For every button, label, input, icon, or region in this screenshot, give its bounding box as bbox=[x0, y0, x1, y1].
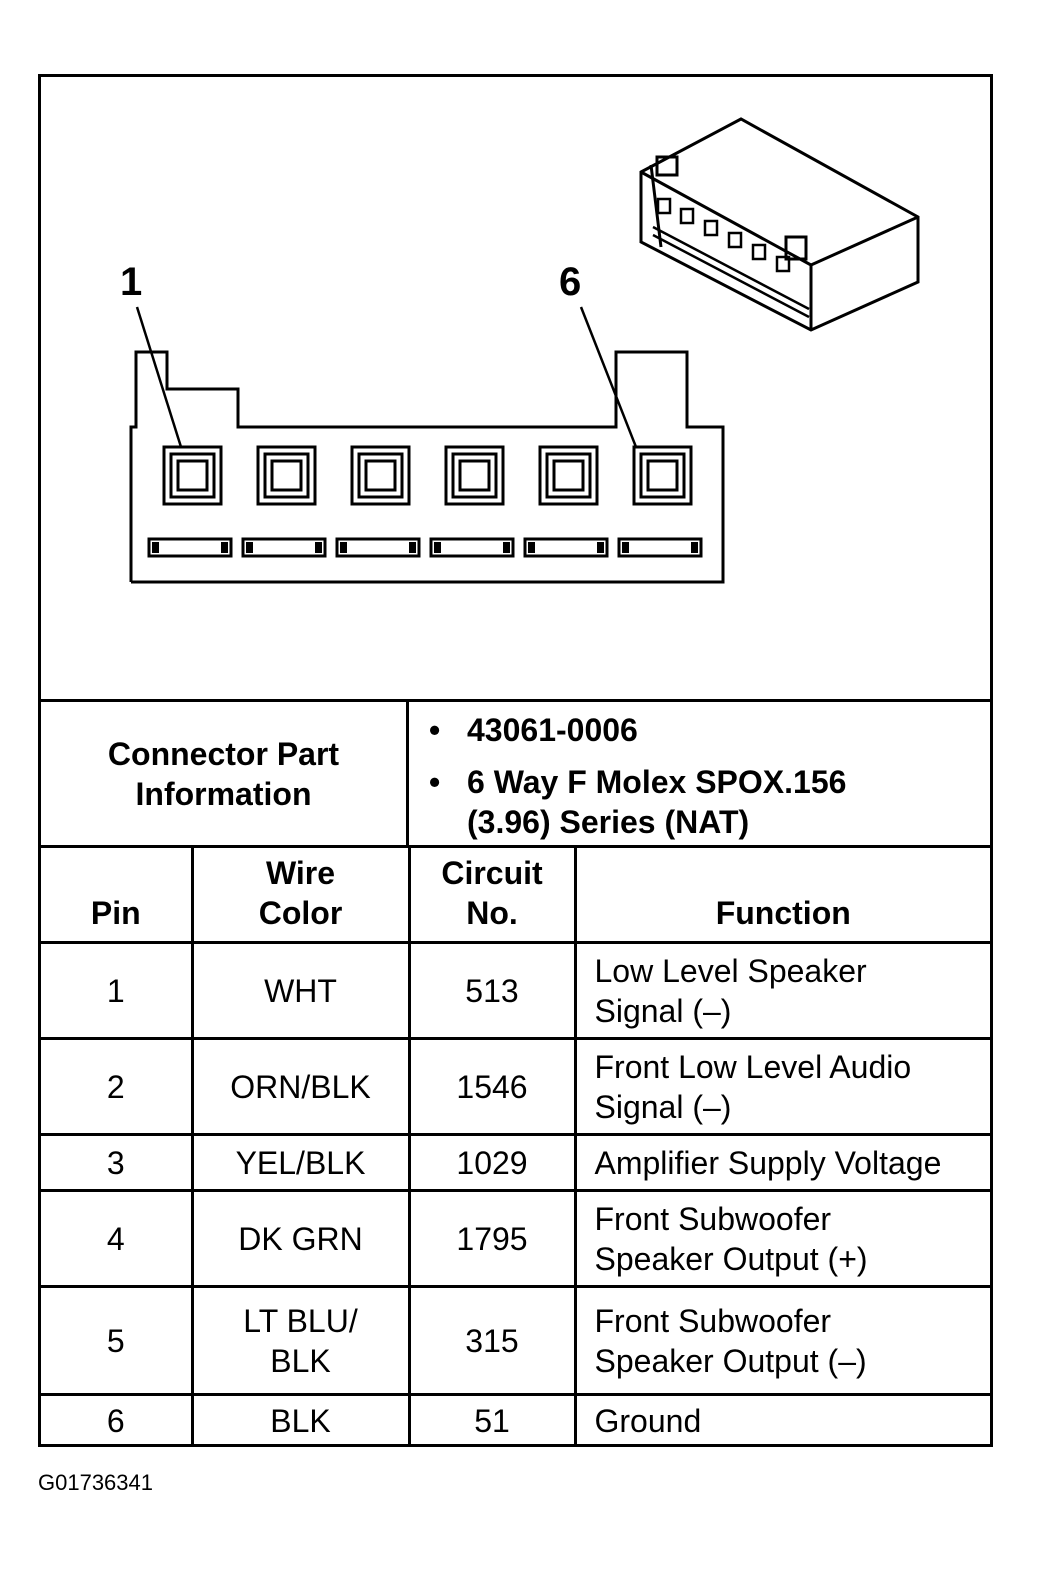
latch-slots bbox=[147, 537, 703, 558]
function-cell: Amplifier Supply Voltage bbox=[573, 1133, 990, 1192]
pin-cell: 6 bbox=[41, 1393, 194, 1447]
connector-part-info-details: • 43061-0006 • 6 Way F Molex SPOX.156 (3… bbox=[409, 702, 990, 845]
description-line1: 6 Way F Molex SPOX.156 bbox=[467, 764, 847, 800]
pin6-callout-label: 6 bbox=[559, 260, 582, 304]
circuit-cell: 315 bbox=[407, 1285, 577, 1396]
header-wire-color: Wire Color bbox=[190, 845, 411, 944]
function-cell: Ground bbox=[573, 1393, 990, 1447]
bullet-dot: • bbox=[429, 764, 441, 800]
circuit-cell: 1546 bbox=[407, 1037, 577, 1136]
description-line2: (3.96) Series (NAT) bbox=[467, 804, 750, 840]
circuit-cell: 1029 bbox=[407, 1133, 577, 1192]
part-number-bullet: • 43061-0006 bbox=[429, 710, 638, 750]
info-heading-line1: Connector Part bbox=[107, 735, 340, 772]
info-heading-line2: Information bbox=[135, 775, 312, 812]
pin-cavity bbox=[350, 445, 411, 506]
wire-color-cell: WHT bbox=[190, 941, 411, 1040]
pin-cell: 2 bbox=[41, 1037, 194, 1136]
connector-svg bbox=[129, 117, 920, 584]
wire-color-cell: DK GRN bbox=[190, 1189, 411, 1288]
pin-cavity bbox=[538, 445, 599, 506]
pin1-callout-label: 1 bbox=[120, 260, 143, 304]
circuit-cell: 513 bbox=[407, 941, 577, 1040]
latch-slot bbox=[617, 537, 703, 558]
pin1-leader-line bbox=[135, 306, 183, 448]
pin-cavities bbox=[162, 445, 693, 506]
pin-cell: 4 bbox=[41, 1189, 194, 1288]
connector-diagram-frame: 1 6 Connector Part Information • 43061-0… bbox=[38, 74, 993, 1447]
header-pin: Pin bbox=[41, 845, 194, 944]
pin-cell: 3 bbox=[41, 1133, 194, 1192]
latch-slot bbox=[241, 537, 327, 558]
wire-color-cell: YEL/BLK bbox=[190, 1133, 411, 1192]
circuit-cell: 1795 bbox=[407, 1189, 577, 1288]
connector-part-info: Connector Part Information • 43061-0006 … bbox=[41, 699, 990, 845]
pin-cavity bbox=[632, 445, 693, 506]
pin-table-header-row: Pin Wire Color Circuit No. Function bbox=[41, 845, 990, 944]
wire-color-cell: ORN/BLK bbox=[190, 1037, 411, 1136]
wire-color-cell: BLK bbox=[190, 1393, 411, 1447]
connector-face-outline bbox=[129, 350, 725, 584]
figure-id: G01736341 bbox=[38, 1470, 153, 1495]
pin-cell: 1 bbox=[41, 941, 194, 1040]
part-number: 43061-0006 bbox=[467, 712, 638, 748]
latch-slot bbox=[335, 537, 421, 558]
connector-face-drawing: 1 6 bbox=[41, 77, 990, 699]
latch-slot bbox=[523, 537, 609, 558]
wire-color-cell: LT BLU/BLK bbox=[190, 1285, 411, 1396]
circuit-cell: 51 bbox=[407, 1393, 577, 1447]
bullet-dot: • bbox=[429, 712, 441, 748]
header-function: Function bbox=[573, 845, 990, 944]
header-circuit-no: Circuit No. bbox=[407, 845, 577, 944]
description-bullet: • 6 Way F Molex SPOX.156 (3.96) Series (… bbox=[429, 762, 847, 842]
pin-cavity bbox=[256, 445, 317, 506]
pin-cavity bbox=[162, 445, 223, 506]
pin6-leader-line bbox=[579, 306, 638, 448]
pin-cavity bbox=[444, 445, 505, 506]
connector-isometric-illustration bbox=[639, 117, 920, 332]
latch-slot bbox=[147, 537, 233, 558]
latch-slot bbox=[429, 537, 515, 558]
pin-cell: 5 bbox=[41, 1285, 194, 1396]
connector-part-info-heading: Connector Part Information bbox=[41, 702, 409, 845]
